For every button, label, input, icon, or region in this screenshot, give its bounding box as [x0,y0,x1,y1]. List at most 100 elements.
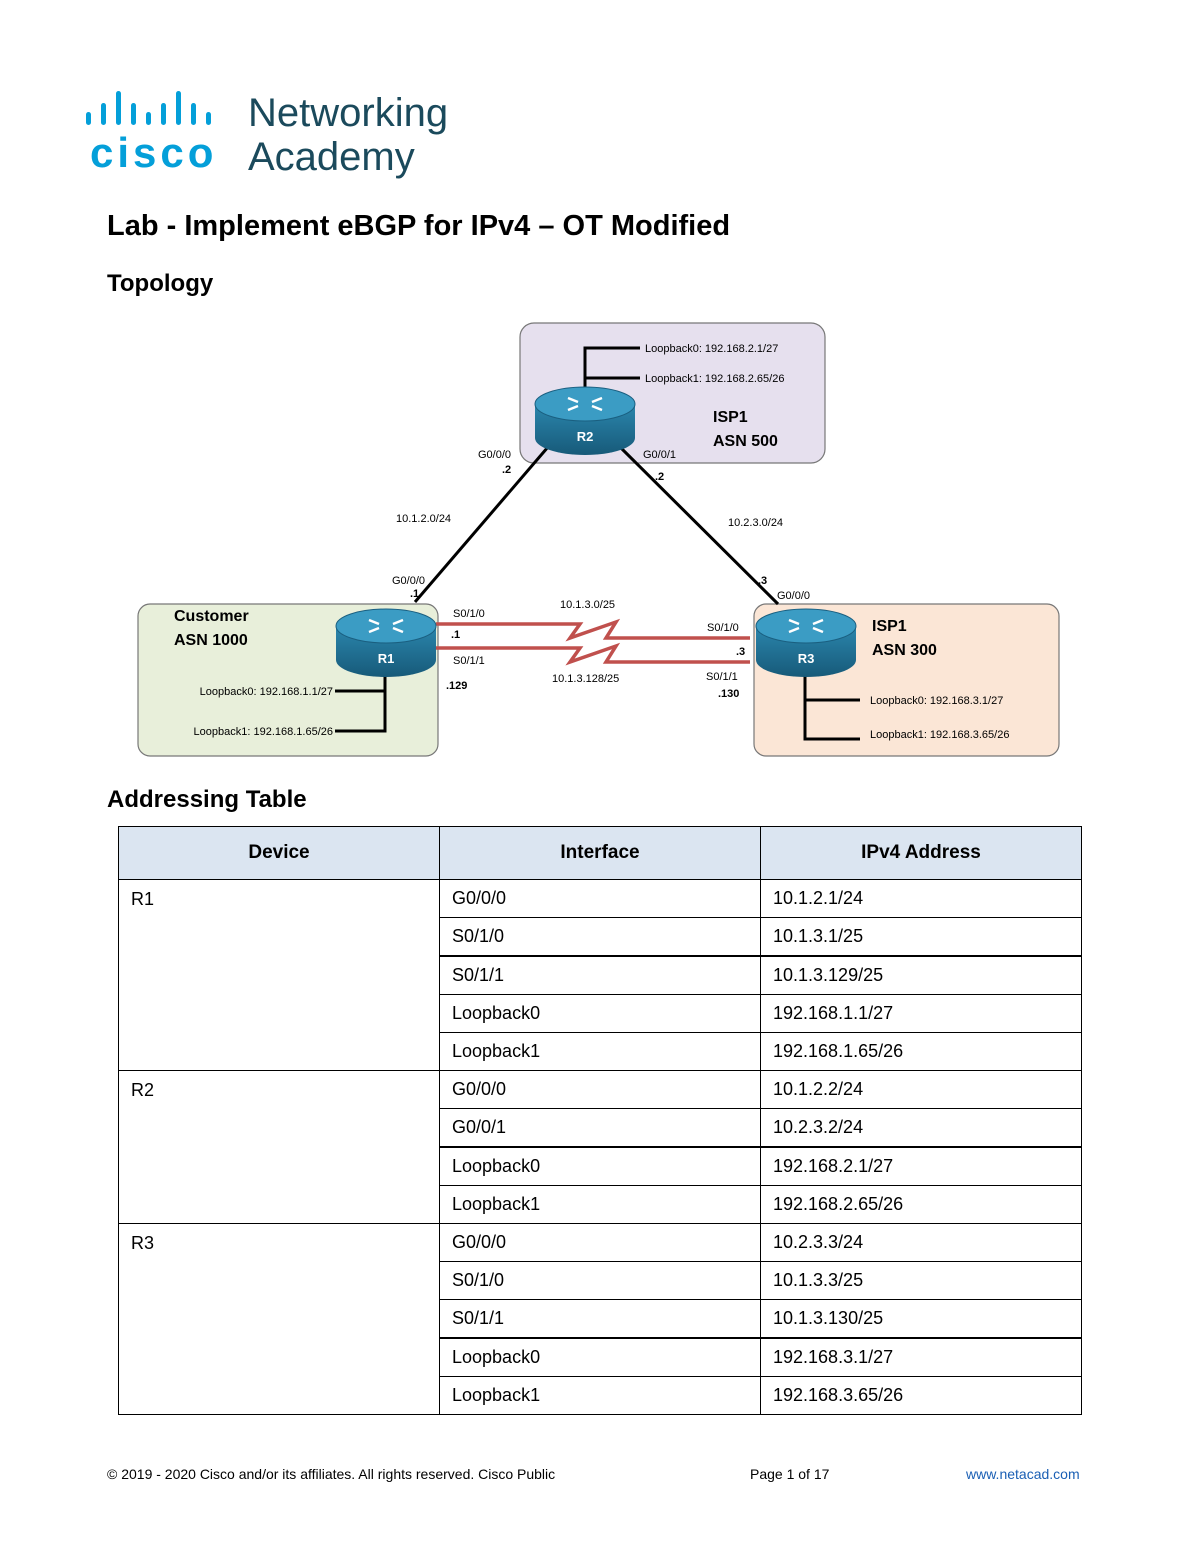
table-row: R1 G0/0/0 10.1.2.1/24 [118,879,1082,1071]
topology-heading: Topology [107,270,214,297]
interface-cell: Loopback1 [439,1376,761,1415]
r3-loopback1-label: Loopback1: 192.168.3.65/26 [870,729,1009,741]
table-row: S0/1/0 10.1.3.3/25 [119,1261,1082,1300]
r1-loopback-lines [335,666,387,733]
device-cell: R3 [118,1223,440,1415]
addressing-table-heading: Addressing Table [107,786,307,813]
footer-copyright: © 2019 - 2020 Cisco and/or its affiliate… [107,1466,556,1482]
r2-area-line2: ASN 500 [713,433,778,450]
interface-cell: S0/1/0 [439,917,761,957]
page-title: Lab - Implement eBGP for IPv4 – OT Modif… [107,210,731,242]
r1-s010-label: S0/1/0 [453,608,485,620]
r2-loopback1-label: Loopback1: 192.168.2.65/26 [645,373,784,385]
interface-cell: Loopback0 [439,1146,761,1186]
cisco-bars-icon [86,91,211,125]
table-row: R3 G0/0/0 10.2.3.3/24 [118,1223,1082,1415]
interface-cell: G0/0/0 [439,1223,761,1262]
interface-cell: G0/0/0 [439,1070,761,1109]
ip-cell: 10.1.2.1/24 [760,879,1082,918]
ip-cell: 192.168.2.1/27 [760,1146,1082,1186]
link-r2-r3 [618,445,780,606]
ip-cell: 10.1.3.3/25 [760,1261,1082,1300]
footer-page-number: Page 1 of 17 [750,1466,830,1482]
ip-cell: 10.1.3.130/25 [760,1299,1082,1339]
serial-link-a [436,618,750,642]
r1-loopback0-label: Loopback0: 192.168.1.1/27 [200,686,333,698]
interface-cell: S0/1/0 [439,1261,761,1300]
logo-networking: Networking [248,91,448,135]
r1-s011-label: S0/1/1 [453,655,485,667]
r2-g001-ip: .2 [655,471,664,483]
r3-area-line1: ISP1 [872,618,907,635]
ip-cell: 10.2.3.3/24 [760,1223,1082,1262]
r2-g000-ip: .2 [502,464,511,476]
r1-s011-ip: .129 [446,680,467,692]
cisco-wordmark: cisco [90,129,217,176]
table-row: R2 G0/0/0 10.1.2.2/24 [118,1070,1082,1224]
link-r1-r2 [413,446,550,603]
r1-s010-ip: .1 [451,629,460,641]
net-serial-b-label: 10.1.3.128/25 [552,673,619,685]
serial-link-b [436,642,750,666]
ip-cell: 192.168.3.65/26 [760,1376,1082,1415]
r2-loopback0-label: Loopback0: 192.168.2.1/27 [645,343,778,355]
ip-cell: 10.1.3.129/25 [760,955,1082,995]
table-row: Loopback1 192.168.1.65/26 [119,1032,1082,1071]
interface-labels: G0/0/0 .2 G0/0/1 .2 10.1.2.0/24 10.2.3.0… [392,449,810,700]
table-header-row: Device Interface IPv4 Address [118,826,1082,880]
device-cell: R2 [118,1070,440,1224]
r2-area-line1: ISP1 [713,409,748,426]
r3-s010-ip: .3 [736,646,745,658]
footer-url-link[interactable]: www.netacad.com [966,1466,1080,1482]
interface-cell: Loopback0 [439,994,761,1033]
table-row: Loopback0 192.168.3.1/27 [119,1337,1082,1377]
r1-area-line2: ASN 1000 [174,632,248,649]
topology-diagram: R2 R1 R3 ISP1 ASN 500 Customer ASN 1000 … [137,322,1060,757]
interface-cell: G0/0/0 [439,879,761,918]
interface-cell: Loopback1 [439,1032,761,1071]
table-row: Loopback1 192.168.2.65/26 [119,1185,1082,1224]
r3-loopback0-label: Loopback0: 192.168.3.1/27 [870,695,1003,707]
ip-cell: 192.168.1.1/27 [760,994,1082,1033]
r3-g000-ip: .3 [758,575,767,587]
r1-loopback1-label: Loopback1: 192.168.1.65/26 [194,726,333,738]
router-r1-label: R1 [378,651,395,666]
r2-g001-label: G0/0/1 [643,449,676,461]
r1-g000-label: G0/0/0 [392,575,425,587]
r3-s011-ip: .130 [718,688,739,700]
header-device: Device [118,826,440,880]
r3-area-line2: ASN 300 [872,642,937,659]
net-r1-r2-label: 10.1.2.0/24 [396,513,451,525]
r3-loopback-lines [803,666,860,741]
table-row: S0/1/0 10.1.3.1/25 [119,917,1082,957]
cisco-networking-academy-logo: cisco Networking Academy [86,91,448,179]
r2-g000-label: G0/0/0 [478,449,511,461]
router-r3-icon: R3 [755,608,857,677]
r1-area-line1: Customer [174,608,249,625]
ip-cell: 192.168.3.1/27 [760,1337,1082,1377]
net-r2-r3-label: 10.2.3.0/24 [728,517,783,529]
ip-cell: 192.168.2.65/26 [760,1185,1082,1224]
table-row: Loopback0 192.168.2.1/27 [119,1146,1082,1186]
table-row: S0/1/1 10.1.3.129/25 [119,955,1082,995]
device-cell: R1 [118,879,440,1071]
ip-cell: 10.1.3.1/25 [760,917,1082,957]
interface-cell: G0/0/1 [439,1108,761,1148]
header-ipv4: IPv4 Address [760,826,1082,880]
interface-cell: Loopback1 [439,1185,761,1224]
header-interface: Interface [439,826,761,880]
interface-cell: S0/1/1 [439,955,761,995]
r3-g000-label: G0/0/0 [777,590,810,602]
net-serial-a-label: 10.1.3.0/25 [560,599,615,611]
router-r2-icon: R2 [534,386,636,455]
logo-academy: Academy [248,135,415,179]
ip-cell: 10.2.3.2/24 [760,1108,1082,1148]
table-row: Loopback1 192.168.3.65/26 [119,1376,1082,1415]
ip-cell: 192.168.1.65/26 [760,1032,1082,1071]
router-r3-label: R3 [798,651,815,666]
router-r2-label: R2 [577,429,594,444]
r3-s011-label: S0/1/1 [706,671,738,683]
ip-cell: 10.1.2.2/24 [760,1070,1082,1109]
table-row: S0/1/1 10.1.3.130/25 [119,1299,1082,1339]
addressing-table: Device Interface IPv4 Address R1 G0/0/0 … [118,826,1082,1415]
